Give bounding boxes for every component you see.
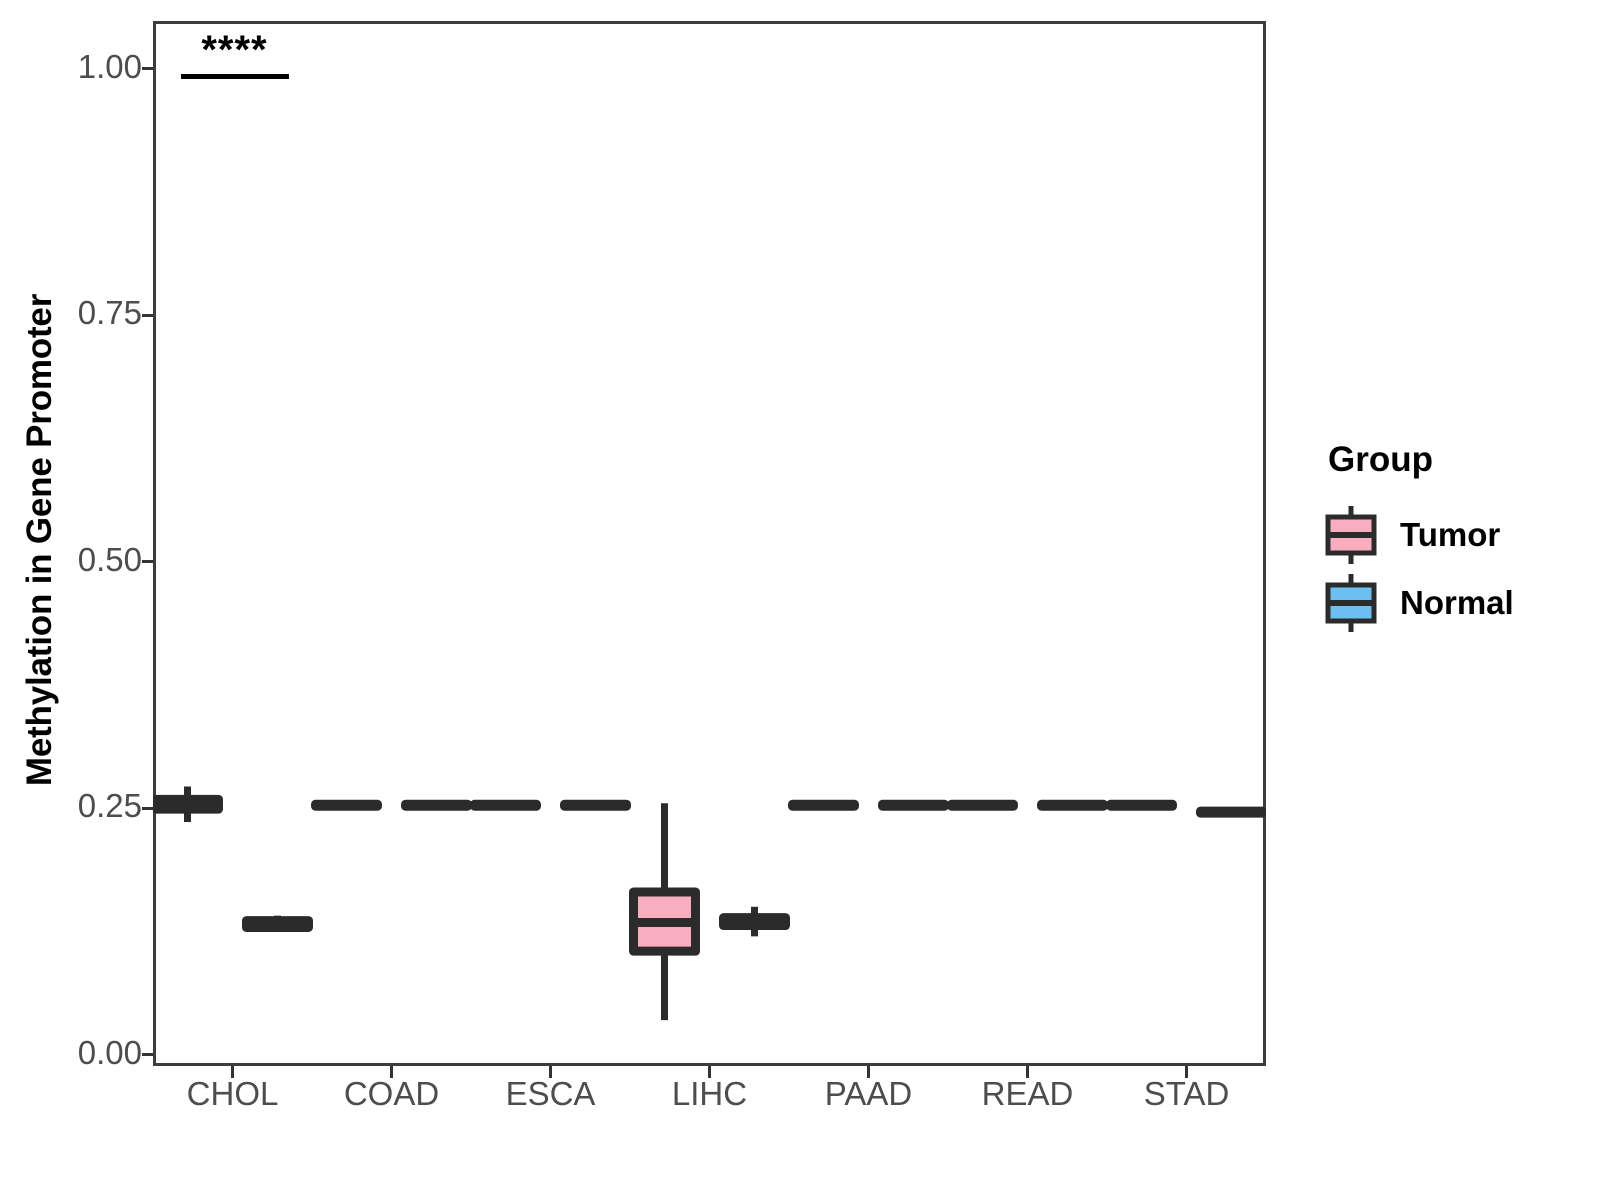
boxplot-box[interactable] — [947, 799, 1018, 811]
x-tick-mark — [549, 1066, 552, 1078]
legend-item-normal[interactable]: Normal — [1320, 572, 1580, 634]
x-tick-label: STAD — [1143, 1075, 1230, 1112]
x-tick-mark — [231, 1066, 234, 1078]
boxplot-box[interactable] — [401, 799, 472, 811]
boxplot-box[interactable] — [311, 799, 382, 811]
boxplot-box[interactable] — [1037, 799, 1108, 811]
boxplot-canvas — [153, 786, 1266, 1021]
x-tick-mark — [1026, 1066, 1029, 1078]
boxplot-box[interactable] — [242, 915, 313, 932]
significance-bracket-line — [180, 73, 289, 79]
y-tick-mark — [142, 560, 153, 564]
legend-key-normal — [1320, 572, 1382, 634]
legend: Group Tumor Normal — [1320, 440, 1580, 640]
y-tick-mark — [142, 806, 153, 810]
x-tick-mark — [390, 1066, 393, 1078]
plot-panel — [153, 21, 1266, 1066]
y-tick-label: 0.00 — [77, 1033, 142, 1071]
x-tick-label: CHOL — [186, 1075, 279, 1112]
x-tick-label: COAD — [343, 1075, 440, 1112]
legend-item-tumor[interactable]: Tumor — [1320, 504, 1580, 566]
y-tick-label: 0.25 — [77, 787, 142, 825]
legend-label-tumor: Tumor — [1400, 516, 1501, 553]
y-tick-label: 0.75 — [77, 294, 142, 332]
y-tick-mark — [142, 313, 153, 317]
y-axis-title: Methylation in Gene Promoter — [20, 293, 59, 787]
y-tick-mark — [142, 1053, 153, 1057]
x-tick-mark — [708, 1066, 711, 1078]
x-tick-label: LIHC — [671, 1075, 748, 1112]
y-tick-label: 1.00 — [77, 47, 142, 85]
boxplot-box[interactable] — [153, 786, 223, 823]
boxplot-box[interactable] — [1106, 799, 1177, 811]
boxplot-box[interactable] — [629, 803, 700, 1021]
x-tick-label: PAAD — [824, 1075, 913, 1112]
legend-key-tumor — [1320, 504, 1382, 566]
boxplot-box[interactable] — [1196, 806, 1266, 818]
boxplot-box[interactable] — [878, 799, 949, 811]
x-tick-label: ESCA — [505, 1075, 596, 1112]
boxplot-box[interactable] — [719, 906, 790, 937]
x-tick-mark — [1185, 1066, 1188, 1078]
y-tick-label: 0.50 — [77, 540, 142, 578]
significance-stars: **** — [201, 27, 268, 72]
legend-label-normal: Normal — [1400, 584, 1514, 621]
legend-title: Group — [1328, 440, 1433, 479]
boxplot-box[interactable] — [560, 799, 631, 811]
y-tick-mark — [142, 67, 153, 71]
boxplot-box[interactable] — [470, 799, 541, 811]
boxplot-box[interactable] — [788, 799, 859, 811]
x-tick-label: READ — [981, 1075, 1074, 1112]
x-tick-mark — [867, 1066, 870, 1078]
